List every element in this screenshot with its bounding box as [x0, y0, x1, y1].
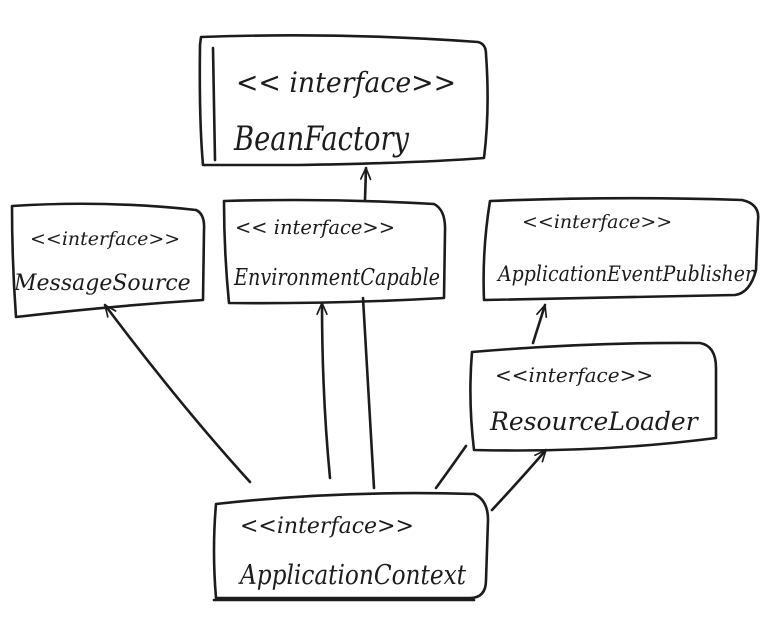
node-environment-capable[interactable]: << interface>> EnvironmentCapable: [222, 198, 447, 305]
edge-application-context-to-environment-capable: [316, 301, 332, 480]
node-application-event-publisher-stereotype: <<interface>>: [522, 211, 672, 233]
node-environment-capable-stereotype: << interface>>: [235, 215, 395, 239]
node-bean-factory-inner-line: [211, 46, 217, 162]
node-bean-factory-name: BeanFactory: [233, 119, 409, 159]
edge-environment-capable-to-bean-factory: [359, 166, 372, 202]
node-resource-loader-name: ResourceLoader: [489, 407, 700, 436]
node-environment-capable-box: [222, 198, 447, 305]
node-environment-capable-name: EnvironmentCapable: [233, 265, 440, 291]
node-resource-loader[interactable]: <<interface>> ResourceLoader: [469, 341, 718, 452]
node-bean-factory[interactable]: << interface>> BeanFactory: [198, 34, 489, 167]
node-resource-loader-box: [469, 341, 718, 452]
node-bean-factory-box: [198, 34, 489, 167]
edge-application-context-to-message-source: [103, 303, 252, 484]
edge-application-context-to-resource-loader-a: [434, 444, 468, 490]
edge-application-context-to-resource-loader: [490, 448, 548, 512]
edge-resource-loader-to-application-event-publisher: [531, 303, 548, 345]
node-application-context-name: ApplicationContext: [237, 560, 466, 591]
node-application-context[interactable]: <<interface>> ApplicationContext: [212, 491, 490, 602]
node-message-source-box: [10, 202, 206, 319]
node-application-context-box: [212, 491, 490, 600]
node-application-event-publisher-box: [482, 196, 760, 302]
edge-application-context-to-bean-factory-line: [361, 296, 376, 490]
edges: [103, 166, 548, 512]
node-application-event-publisher-name: ApplicationEventPublisher: [496, 262, 756, 286]
node-message-source-stereotype: <<interface>>: [30, 228, 180, 250]
node-message-source[interactable]: <<interface>> MessageSource: [10, 202, 206, 319]
node-resource-loader-stereotype: <<interface>>: [495, 363, 653, 387]
node-application-event-publisher[interactable]: <<interface>> ApplicationEventPublisher: [482, 196, 760, 302]
node-application-context-stereotype: <<interface>>: [240, 514, 414, 539]
node-message-source-name: MessageSource: [13, 271, 191, 296]
node-bean-factory-stereotype: << interface>>: [236, 66, 456, 99]
